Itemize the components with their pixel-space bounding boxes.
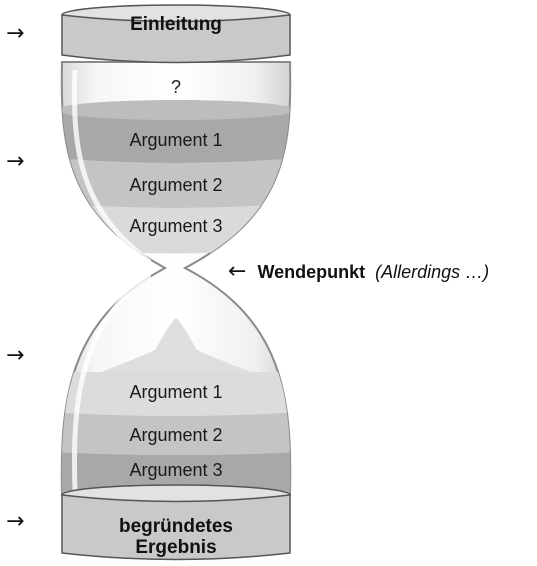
upper-argument-3: Argument 3 [129, 216, 222, 236]
arrow-right-icon: → [6, 21, 24, 46]
arrow-left-icon: ← [228, 259, 246, 284]
top-cap-label: Einleitung [130, 14, 222, 35]
bottom-cap-line1: begründetes [119, 516, 233, 537]
turning-point-word: Wendepunkt [257, 262, 365, 282]
upper-sand-surface [61, 100, 291, 120]
arrow-right-icon: → [6, 343, 24, 368]
upper-band-2 [61, 158, 291, 208]
turning-point-note: (Allerdings …) [375, 262, 489, 282]
upper-argument-1: Argument 1 [129, 130, 222, 150]
bottom-cap-line2: Ergebnis [135, 537, 216, 558]
bottom-cap [61, 494, 291, 561]
glass-highlight-lower [71, 272, 152, 491]
lower-argument-1: Argument 1 [129, 382, 222, 402]
arrow-right-icon: → [6, 149, 24, 174]
glass-highlight [71, 69, 152, 265]
lower-argument-2: Argument 2 [129, 425, 222, 445]
top-cap [61, 14, 291, 64]
lower-band-1b [61, 372, 291, 416]
upper-question-mark: ? [171, 77, 181, 97]
lower-band-2 [61, 412, 291, 455]
turning-point-label: ← Wendepunkt (Allerdings …) [228, 259, 489, 284]
arrow-right-icon: → [6, 509, 24, 534]
lower-argument-3: Argument 3 [129, 460, 222, 480]
upper-argument-2: Argument 2 [129, 175, 222, 195]
